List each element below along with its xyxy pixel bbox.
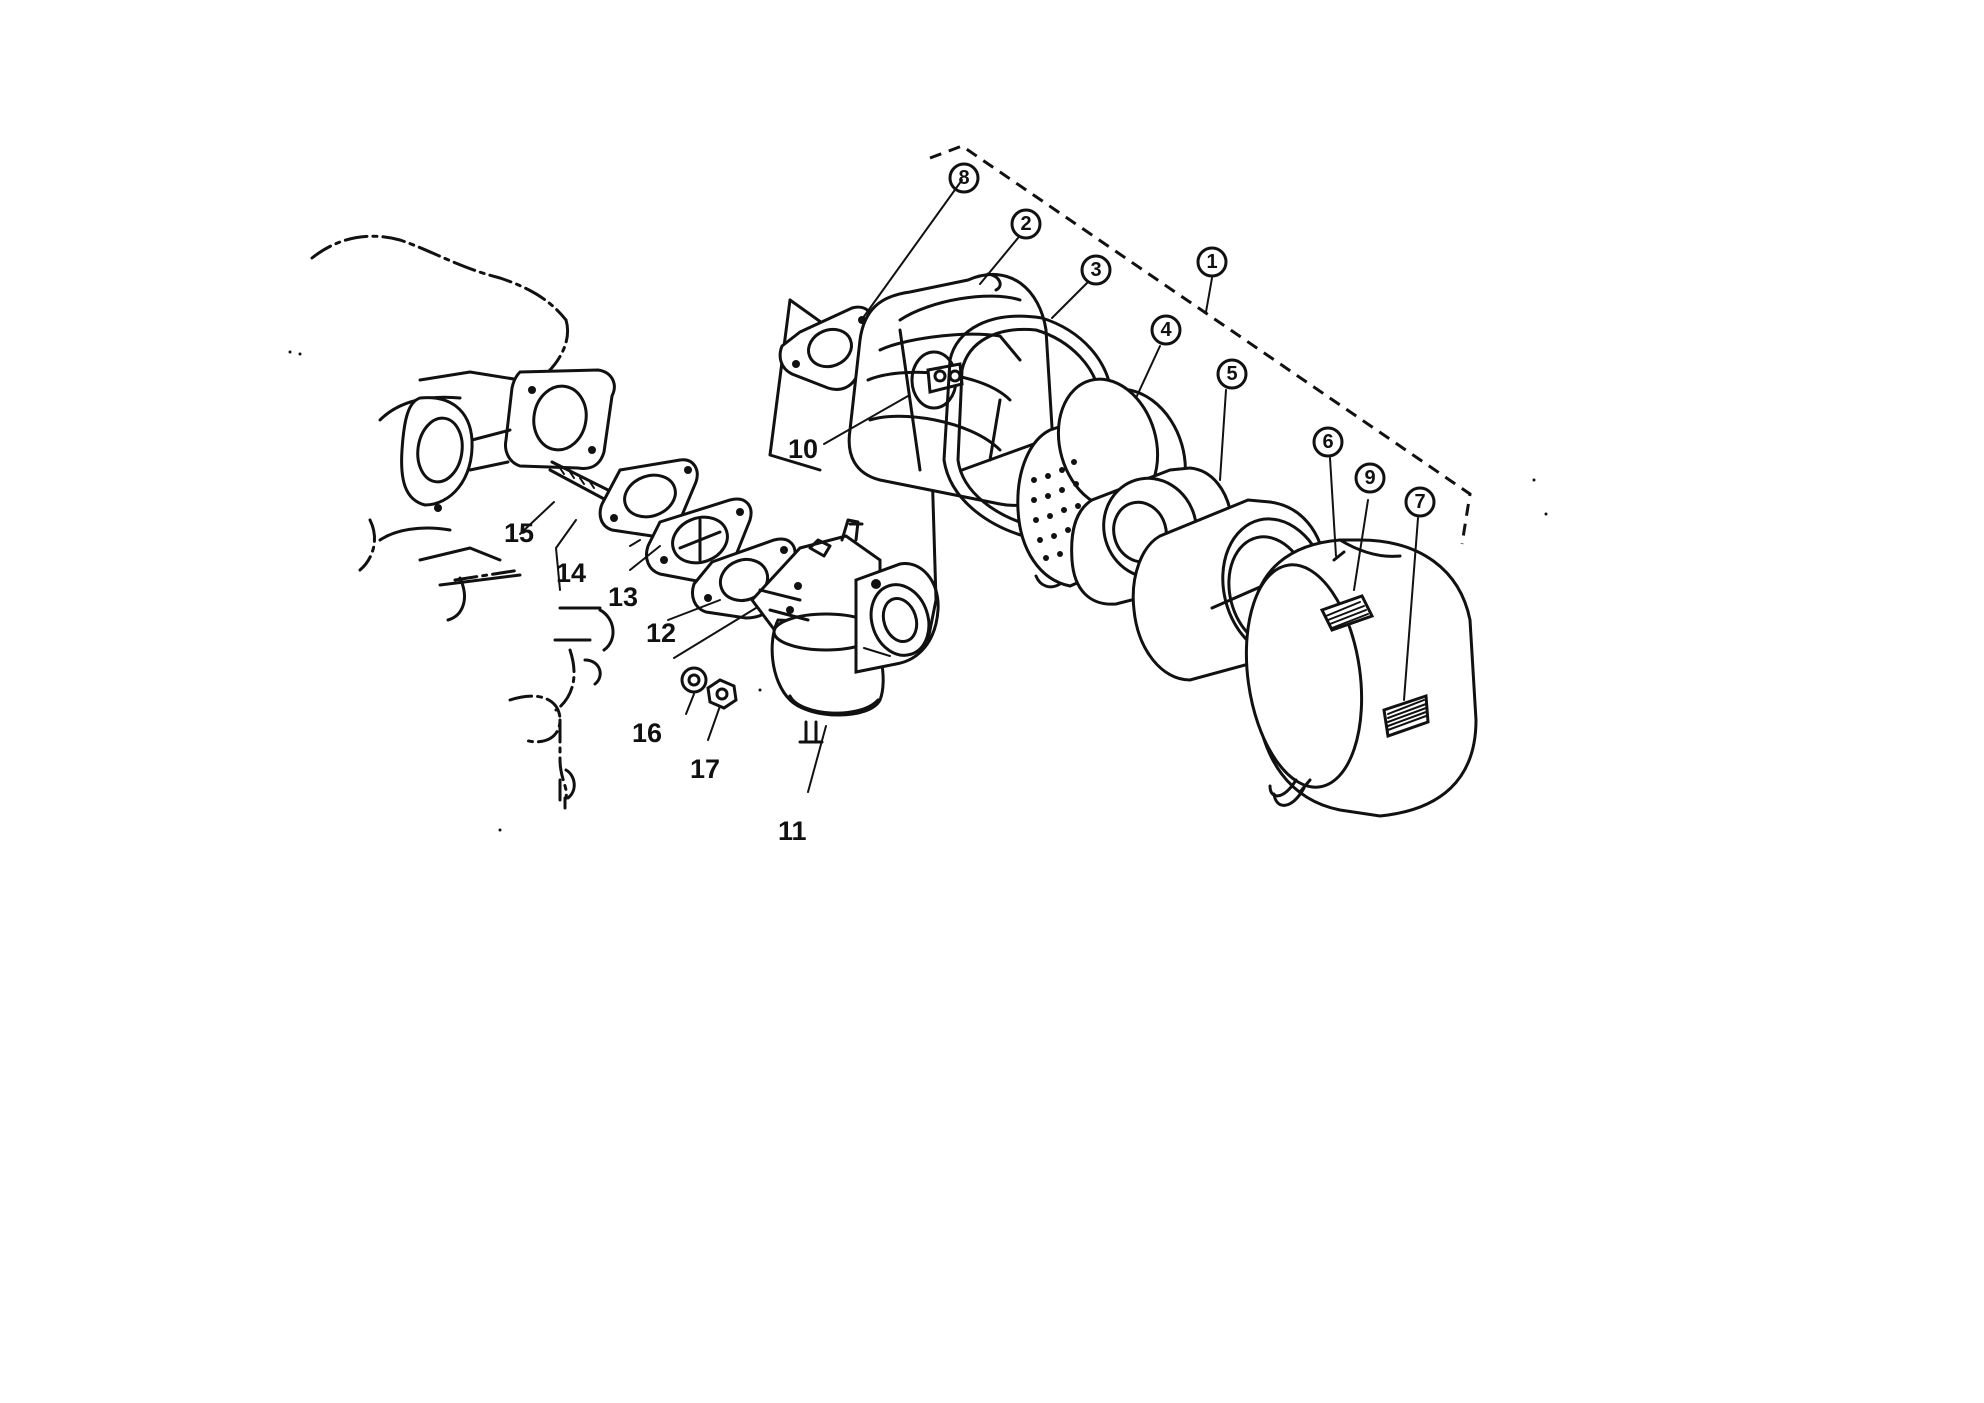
cover-label-7-hatch (1382, 693, 1430, 739)
air-cleaner-cover (1244, 538, 1478, 818)
callout-16: 16 (632, 718, 662, 748)
callout-3-text: 3 (1090, 259, 1101, 281)
callout-7: 7 (1404, 486, 1436, 518)
carburetor (750, 518, 940, 744)
scan-specks (288, 350, 1548, 832)
callout-17: 17 (690, 754, 720, 784)
callout-10: 10 (788, 434, 818, 464)
gasket-8 (778, 305, 875, 391)
callout-5-text: 5 (1226, 363, 1237, 385)
stud-bolt (548, 460, 614, 502)
callout-15: 15 (504, 518, 534, 548)
callout-5: 5 (1216, 358, 1248, 390)
engine-block-outline (310, 234, 616, 810)
callout-9-text: 9 (1364, 467, 1375, 489)
callout-1: 1 (1196, 246, 1228, 278)
callout-8-text: 8 (958, 167, 969, 189)
callout-13: 13 (608, 582, 638, 612)
callout-4: 4 (1150, 314, 1182, 346)
callout-6: 6 (1312, 426, 1344, 458)
callout-2-text: 2 (1020, 213, 1031, 235)
callout-2: 2 (1010, 208, 1042, 240)
callout-14: 14 (556, 558, 586, 588)
washer-16 (680, 666, 708, 694)
callout-8: 8 (948, 162, 980, 194)
callout-1-text: 1 (1206, 251, 1217, 273)
assembly-bracket-dashed (929, 144, 1472, 545)
callout-4-text: 4 (1160, 319, 1172, 341)
callout-3: 3 (1080, 254, 1112, 286)
leader-lines (519, 179, 1419, 793)
callout-9: 9 (1354, 462, 1386, 494)
callout-7-text: 7 (1414, 491, 1425, 513)
callout-11: 11 (778, 816, 807, 846)
callout-12: 12 (646, 618, 676, 648)
nut-17 (706, 678, 738, 710)
callout-6-text: 6 (1322, 431, 1333, 453)
cover-label-9-hatch (1319, 594, 1375, 632)
